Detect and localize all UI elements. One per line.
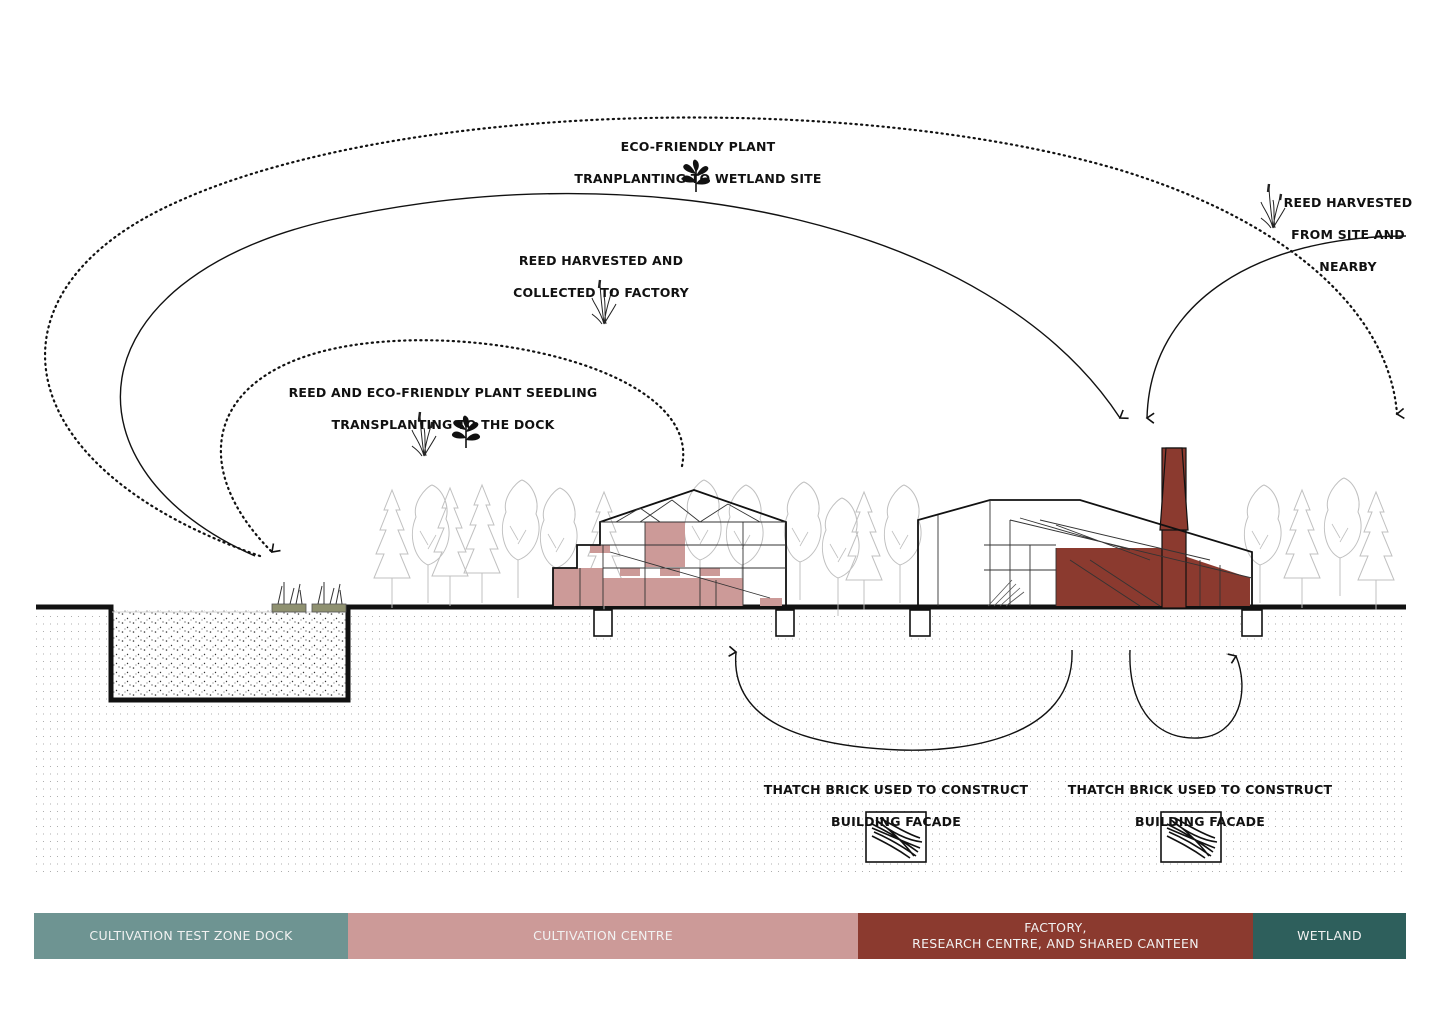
reed-icon	[411, 411, 437, 457]
thatch-brick-icon	[1160, 811, 1222, 863]
label-seedling-dock: REED AND ECO-FRIENDLY PLANT SEEDLING TRA…	[288, 385, 598, 432]
label-eco-transplant: ECO-FRIENDLY PLANT TRANPLANTING TO WETLA…	[574, 139, 822, 186]
label-thatch-right: THATCH BRICK USED TO CONSTRUCT BUILDING …	[1067, 782, 1333, 829]
arrow-thatch-left	[728, 645, 1073, 751]
dock-planters	[271, 582, 347, 613]
dock-pit-gravel	[112, 610, 348, 700]
arrow-reed-site	[1145, 235, 1407, 424]
arrow-reed-factory	[119, 192, 1129, 557]
reed-icon	[591, 279, 617, 325]
flow-arrows	[43, 116, 1407, 751]
legend-dock: CULTIVATION TEST ZONE DOCK	[34, 913, 348, 959]
cultivation-centre-building	[552, 489, 795, 637]
label-reed-site: REED HARVESTED FROM SITE AND NEARBY	[1283, 195, 1413, 274]
label-reed-factory: REED HARVESTED AND COLLECTED TO FACTORY	[513, 253, 689, 300]
legend-factory: FACTORY, RESEARCH CENTRE, AND SHARED CAN…	[858, 913, 1253, 959]
ground-line	[36, 604, 1406, 703]
arrow-thatch-right	[1129, 649, 1243, 739]
arrow-eco-transplant	[43, 116, 1405, 558]
thatch-brick-icon	[865, 811, 927, 863]
leaf-plant-icon	[451, 415, 481, 448]
legend-wetland: WETLAND	[1253, 913, 1406, 959]
reed-icon	[1260, 183, 1286, 229]
factory-building	[909, 447, 1263, 637]
leaf-plant-icon	[681, 159, 711, 192]
legend-cultivation-centre: CULTIVATION CENTRE	[348, 913, 858, 959]
label-thatch-left: THATCH BRICK USED TO CONSTRUCT BUILDING …	[763, 782, 1029, 829]
